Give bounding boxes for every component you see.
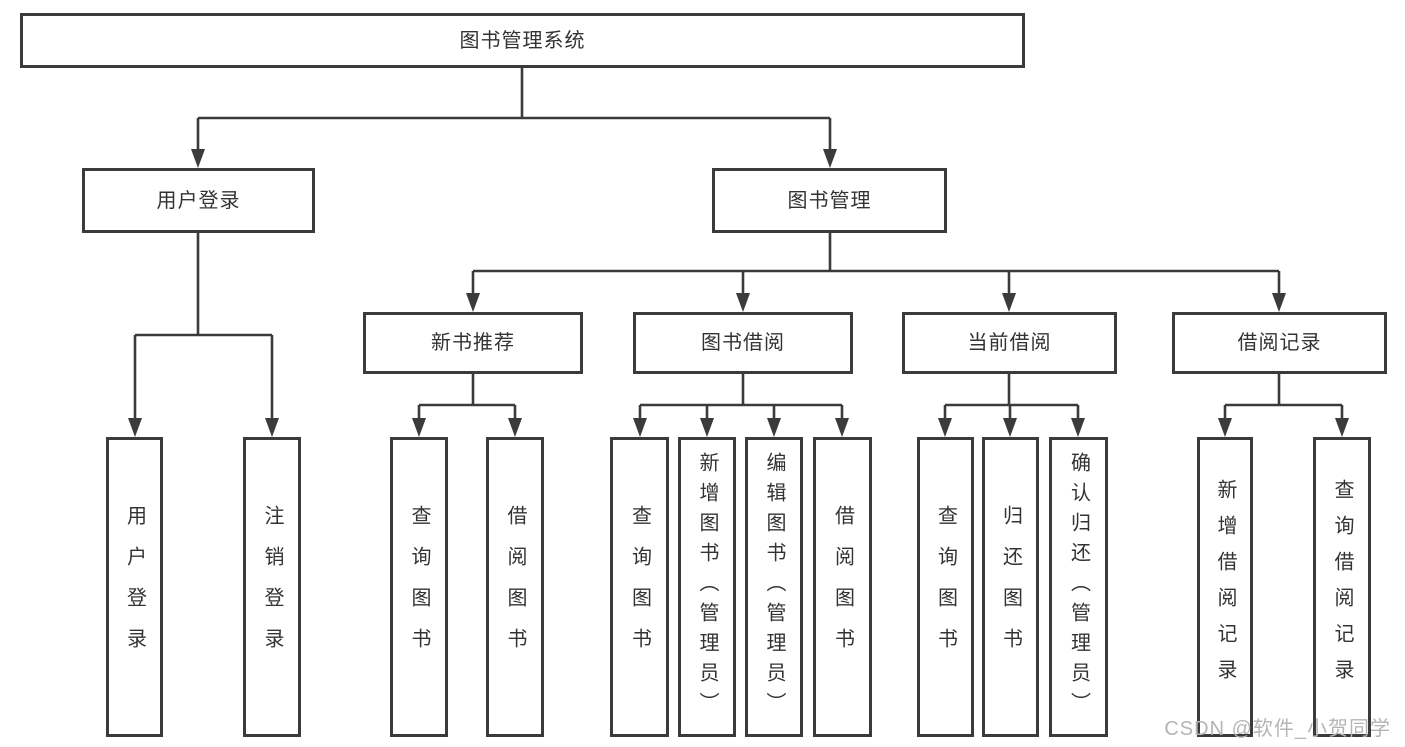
node-new-book-recommend-label: 新书推荐 [431,332,515,354]
leaf-user-login-label: 用户登录 [123,505,146,669]
leaf-current-query: 查询图书 [917,437,974,737]
leaf-records-query: 查询借阅记录 [1313,437,1371,737]
node-borrow-records: 借阅记录 [1172,312,1387,374]
node-user-login: 用户登录 [82,168,315,233]
leaf-borrow-query: 查询图书 [610,437,669,737]
node-book-management: 图书管理 [712,168,947,233]
leaf-current-confirm-return-admin: 确认归还（管理员） [1049,437,1108,737]
leaf-current-query-label: 查询图书 [934,505,957,669]
leaf-current-return-label: 归还图书 [999,505,1022,669]
leaf-borrow-add-admin-label: 新增图书（管理员） [696,452,718,722]
leaf-records-add: 新增借阅记录 [1197,437,1253,737]
node-borrow-records-label: 借阅记录 [1237,332,1322,354]
node-current-borrow-label: 当前借阅 [967,332,1052,354]
leaf-borrow-book-label: 借阅图书 [831,505,854,669]
leaf-borrow-edit-admin: 编辑图书（管理员） [745,437,803,737]
leaf-newbooks-borrow-label: 借阅图书 [504,505,526,669]
node-book-borrow-label: 图书借阅 [701,332,785,354]
leaf-newbooks-borrow: 借阅图书 [486,437,544,737]
leaf-records-add-label: 新增借阅记录 [1214,479,1236,695]
leaf-current-confirm-return-admin-label: 确认归还（管理员） [1067,452,1090,722]
leaf-records-query-label: 查询借阅记录 [1331,479,1353,695]
leaf-borrow-book: 借阅图书 [813,437,872,737]
node-current-borrow: 当前借阅 [902,312,1117,374]
leaf-borrow-add-admin: 新增图书（管理员） [678,437,736,737]
leaf-newbooks-query: 查询图书 [390,437,448,737]
node-book-borrow: 图书借阅 [633,312,853,374]
node-user-login-label: 用户登录 [156,189,241,212]
leaf-borrow-query-label: 查询图书 [628,505,651,669]
leaf-logout: 注销登录 [243,437,301,737]
leaf-newbooks-query-label: 查询图书 [408,505,430,669]
node-book-management-label: 图书管理 [787,189,872,212]
watermark: CSDN @软件_小贺同学 [1164,718,1391,740]
leaf-user-login: 用户登录 [106,437,163,737]
node-root-label: 图书管理系统 [459,29,586,52]
leaf-borrow-edit-admin-label: 编辑图书（管理员） [763,452,785,722]
leaf-current-return: 归还图书 [982,437,1039,737]
node-new-book-recommend: 新书推荐 [363,312,583,374]
leaf-logout-label: 注销登录 [261,505,283,669]
node-root: 图书管理系统 [20,13,1025,68]
